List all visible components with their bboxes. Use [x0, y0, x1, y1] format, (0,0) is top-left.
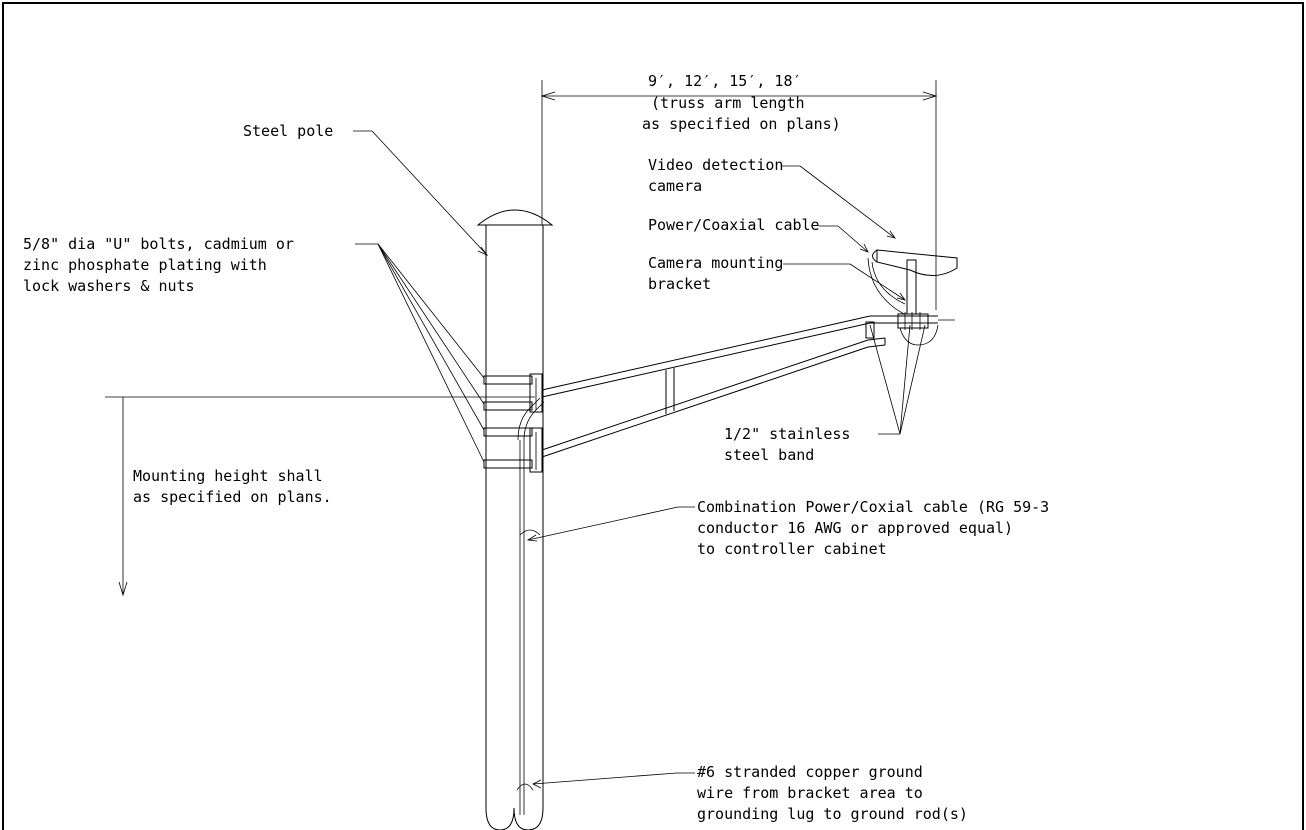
dimension-text-1: 9′, 12′, 15′, 18′	[648, 72, 802, 90]
u-bolts-label-1: 5/8" dia "U" bolts, cadmium or	[23, 235, 294, 253]
combo-cable-label-3: to controller cabinet	[697, 540, 887, 558]
video-camera-label-1: Video detection	[648, 156, 783, 174]
steel-pole-graphic	[476, 209, 554, 830]
truss-length-dimension	[540, 80, 938, 310]
ground-wire-label-2: wire from bracket area to	[697, 784, 923, 802]
u-bolts-label-3: lock washers & nuts	[23, 277, 195, 295]
mounting-height-dimension	[105, 396, 535, 597]
dimension-text-2: (truss arm length	[651, 94, 805, 112]
camera-bracket-label-1: Camera mounting	[648, 254, 783, 272]
ground-wire-label-3: grounding lug to ground rod(s)	[697, 805, 968, 823]
truss-arm	[541, 312, 955, 458]
combo-cable-label-1: Combination Power/Coxial cable (RG 59-3	[697, 498, 1049, 516]
video-camera-label-2: camera	[648, 177, 702, 195]
mounting-height-label-1: Mounting height shall	[133, 467, 323, 485]
band-label-1: 1/2" stainless	[724, 425, 850, 443]
ground-wire-label-1: #6 stranded copper ground	[697, 763, 923, 781]
u-bolt-clamps	[483, 373, 545, 473]
combo-cable-label-2: conductor 16 AWG or approved equal)	[697, 519, 1013, 537]
power-coax-label: Power/Coaxial cable	[648, 216, 820, 234]
camera-graphic	[867, 249, 958, 315]
band-label-2: steel band	[724, 446, 814, 464]
u-bolts-label-2: zinc phosphate plating with	[23, 256, 267, 274]
dimension-text-3: as specified on plans)	[642, 115, 841, 133]
steel-pole-label: Steel pole	[243, 122, 333, 140]
mounting-height-label-2: as specified on plans.	[133, 488, 332, 506]
camera-bracket-label-2: bracket	[648, 275, 711, 293]
